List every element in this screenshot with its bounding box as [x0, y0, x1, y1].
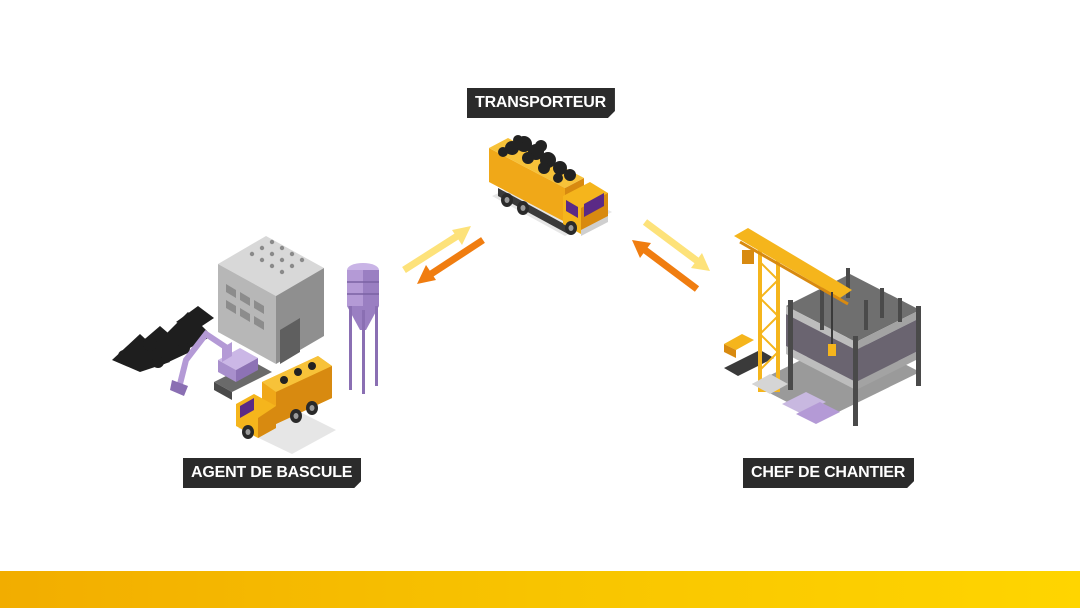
role-label-chef-de-chantier: CHEF DE CHANTIER — [743, 458, 914, 488]
arrow-to-chef-icon — [642, 219, 710, 271]
asphalt-plant-icon — [218, 236, 324, 364]
arrow-to-transporteur-icon — [402, 226, 471, 273]
bottom-brand-band — [0, 571, 1080, 608]
transport-truck-icon — [489, 135, 612, 236]
dump-truck-icon — [236, 356, 336, 454]
arrow-to-transporteur-right-icon — [632, 240, 700, 292]
role-label-agent-de-bascule: AGENT DE BASCULE — [183, 458, 361, 488]
excavator-icon — [170, 329, 272, 400]
role-label-transporteur: TRANSPORTEUR — [467, 88, 615, 118]
silo-icon — [347, 263, 379, 394]
construction-site-icon — [724, 268, 921, 426]
arrow-to-agent-icon — [417, 237, 485, 284]
tower-crane-icon — [734, 228, 852, 394]
